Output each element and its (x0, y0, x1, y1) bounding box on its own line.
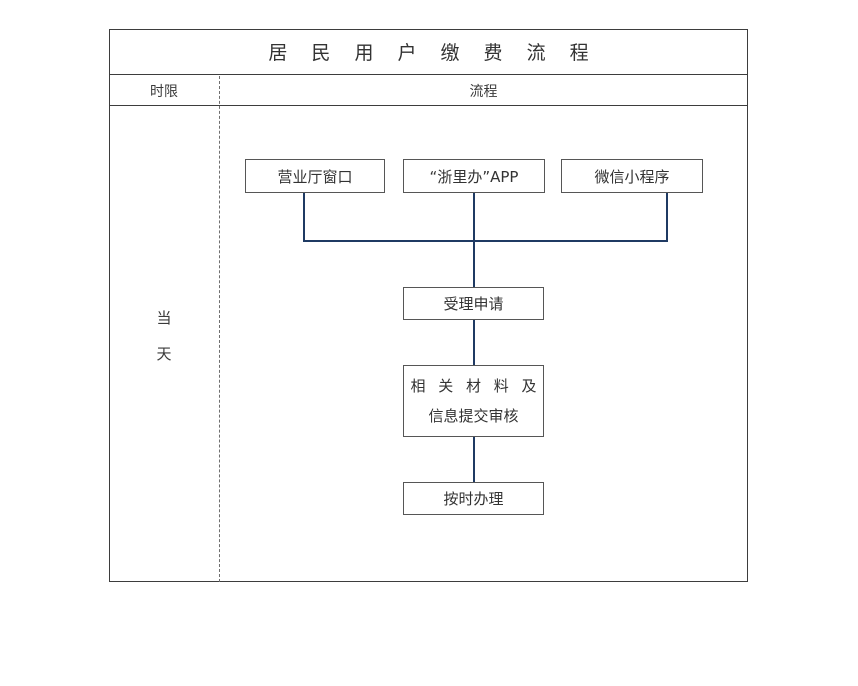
column-divider (219, 76, 220, 582)
page-title: 居 民 用 户 缴 费 流 程 (268, 42, 598, 64)
flow-node-accept-application[interactable]: 受理申请 (403, 287, 544, 320)
flow-node-service-hall-label: 营业厅窗口 (277, 167, 353, 186)
time-limit-value: 当 天 (109, 300, 219, 372)
connector-app-down (473, 193, 475, 242)
flow-node-submit-materials-line1: 相 关 材 料 及 (410, 377, 541, 395)
flow-node-submit-materials-line2: 信息提交审核 (428, 407, 519, 425)
flow-node-zhejiang-app[interactable]: “浙里办”APP (403, 159, 545, 193)
table-header-row: 时限 流程 (109, 75, 748, 106)
connector-accept-to-materials (473, 320, 475, 365)
connector-hall-down (303, 193, 305, 242)
connector-bus-to-accept (473, 240, 475, 287)
connector-materials-to-ontime (473, 437, 475, 482)
column-header-process: 流程 (469, 83, 498, 100)
flow-node-wechat-miniprogram-label: 微信小程序 (594, 167, 670, 186)
connector-merge-bus (303, 240, 668, 242)
flow-node-submit-materials[interactable]: 相 关 材 料 及 信息提交审核 (403, 365, 544, 437)
flow-node-process-on-time-label: 按时办理 (443, 490, 504, 508)
flow-node-wechat-miniprogram[interactable]: 微信小程序 (561, 159, 703, 193)
title-row: 居 民 用 户 缴 费 流 程 (109, 29, 748, 75)
flow-node-process-on-time[interactable]: 按时办理 (403, 482, 544, 515)
flow-node-accept-application-label: 受理申请 (443, 295, 504, 313)
flow-node-service-hall[interactable]: 营业厅窗口 (245, 159, 385, 193)
time-limit-value-line2: 天 (156, 345, 172, 363)
connector-wechat-down (666, 193, 668, 242)
time-limit-value-line1: 当 (156, 309, 172, 327)
flow-node-zhejiang-app-label: “浙里办”APP (429, 167, 519, 186)
column-header-time-limit: 时限 (150, 83, 178, 100)
